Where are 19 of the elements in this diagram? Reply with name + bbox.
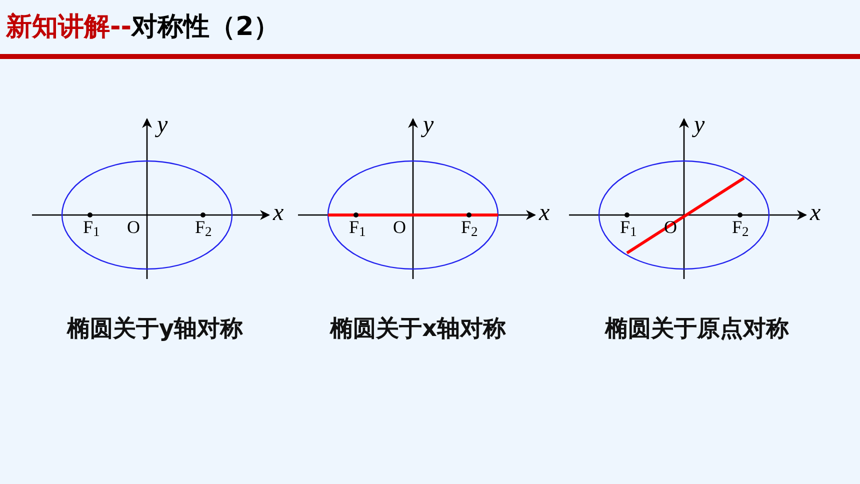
caption: 椭圆关于x轴对称 <box>330 315 506 344</box>
heading: 对称性（2） <box>132 14 280 40</box>
axis-label: y <box>423 113 434 137</box>
axis-label: x <box>810 201 821 225</box>
axis-label: x <box>539 201 550 225</box>
heading: 新知讲解-- <box>6 14 132 40</box>
focus-label: F$_{2}$ <box>732 218 749 236</box>
focus-label: F$_{1}$ <box>349 218 366 236</box>
origin-label: O <box>393 218 406 236</box>
caption: 椭圆关于原点对称 <box>605 315 789 344</box>
axis-label: y <box>157 113 168 137</box>
caption: 椭圆关于y轴对称 <box>67 315 243 344</box>
focus-label: F$_{2}$ <box>461 218 478 236</box>
focus-label: F$_{2}$ <box>195 218 212 236</box>
axis-label: x <box>273 201 284 225</box>
focus-label: F$_{1}$ <box>83 218 100 236</box>
axis-label: y <box>694 113 705 137</box>
focus-label: F$_{1}$ <box>620 218 637 236</box>
origin-label: O <box>127 218 140 236</box>
